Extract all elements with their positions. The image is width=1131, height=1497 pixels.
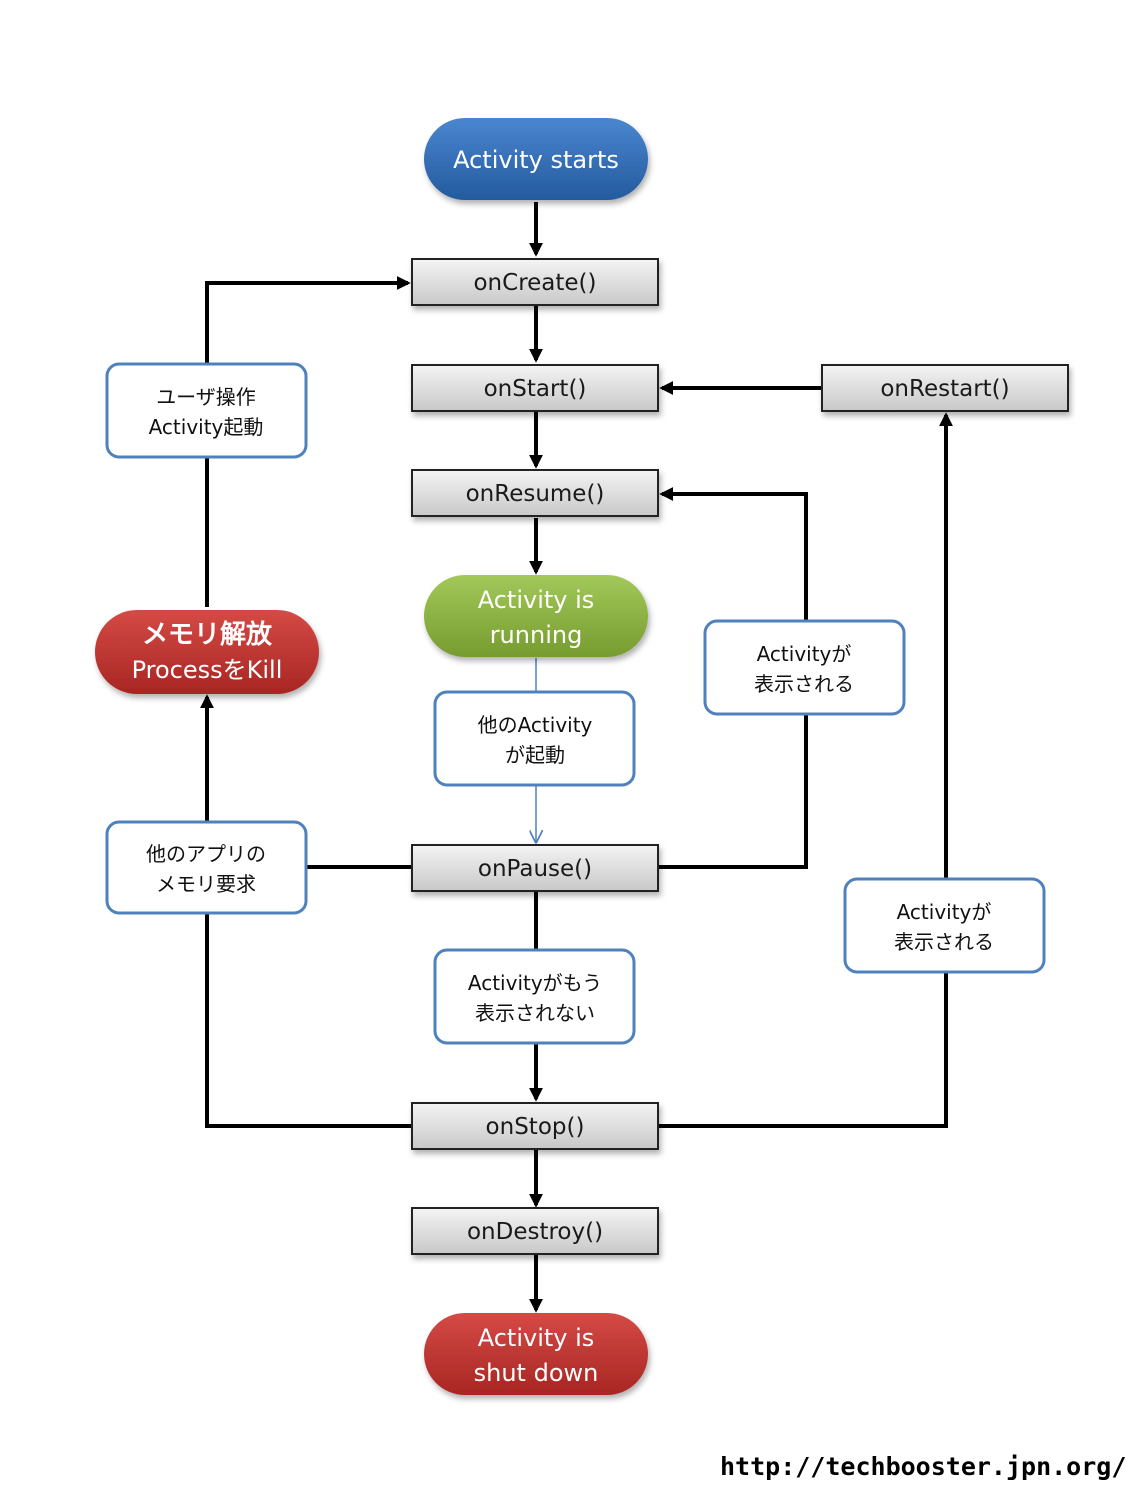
onrestart-box: onRestart()	[821, 364, 1069, 412]
ondestroy-box: onDestroy()	[411, 1207, 659, 1255]
arrow-onstop-to-onrestart	[659, 412, 953, 1128]
note-activity-visible-resume: Activityが 表示される	[703, 619, 906, 716]
note-other-app-memory-line1: 他のアプリの	[146, 842, 266, 866]
line-onstop-to-memory-note	[205, 913, 412, 1128]
note-other-activity-starts-line2: が起動	[505, 743, 565, 767]
note-activity-visible-restart-line2: 表示される	[894, 930, 994, 954]
note-other-app-memory-line2: メモリ要求	[156, 872, 256, 896]
note-user-launch: ユーザ操作 Activity起動	[105, 362, 308, 459]
footer-url: http://techbooster.jpn.org/	[720, 1452, 1127, 1481]
onstop-box: onStop()	[411, 1102, 659, 1150]
note-activity-not-visible-line1: Activityがもう	[468, 971, 602, 995]
arrow-user-note-to-oncreate	[205, 276, 411, 364]
note-activity-not-visible: Activityがもう 表示されない	[433, 948, 636, 1045]
memory-release-label-line1: メモリ解放	[142, 619, 273, 650]
activity-shut-down-label-line2: shut down	[474, 1359, 599, 1387]
oncreate-label: onCreate()	[473, 270, 596, 296]
activity-running-label-line2: running	[490, 621, 583, 649]
note-activity-visible-resume-line2: 表示される	[754, 672, 854, 696]
note-user-launch-line2: Activity起動	[149, 415, 264, 439]
connectors	[200, 202, 953, 1313]
note-activity-visible-restart: Activityが 表示される	[843, 877, 1046, 974]
note-other-activity-starts-line1: 他のActivity	[478, 713, 593, 737]
onrestart-label: onRestart()	[880, 376, 1009, 402]
note-other-app-memory: 他のアプリの メモリ要求	[105, 820, 308, 915]
activity-lifecycle-diagram: Activity starts Activity is running Acti…	[95, 118, 1069, 1395]
onpause-box: onPause()	[411, 844, 659, 892]
note-activity-not-visible-line2: 表示されない	[475, 1001, 595, 1025]
onstop-label: onStop()	[486, 1114, 585, 1140]
onpause-label: onPause()	[478, 856, 592, 882]
activity-running-label-line1: Activity is	[478, 586, 595, 614]
activity-running-node: Activity is running	[424, 575, 648, 657]
activity-starts-label: Activity starts	[453, 146, 619, 174]
activity-starts-node: Activity starts	[424, 118, 648, 200]
activity-shut-down-label-line1: Activity is	[478, 1324, 595, 1352]
note-activity-visible-restart-line1: Activityが	[897, 900, 992, 924]
memory-release-label-line2: ProcessをKill	[132, 656, 283, 684]
onstart-box: onStart()	[411, 364, 659, 412]
onresume-label: onResume()	[466, 481, 605, 507]
note-other-activity-starts: 他のActivity が起動	[433, 690, 636, 787]
activity-shut-down-node: Activity is shut down	[424, 1313, 648, 1395]
ondestroy-label: onDestroy()	[467, 1219, 603, 1245]
oncreate-box: onCreate()	[411, 258, 659, 306]
memory-release-node: メモリ解放 ProcessをKill	[95, 610, 319, 694]
onresume-box: onResume()	[411, 469, 659, 517]
note-user-launch-line1: ユーザ操作	[156, 385, 256, 409]
note-activity-visible-resume-line1: Activityが	[757, 642, 852, 666]
onstart-label: onStart()	[484, 376, 587, 402]
